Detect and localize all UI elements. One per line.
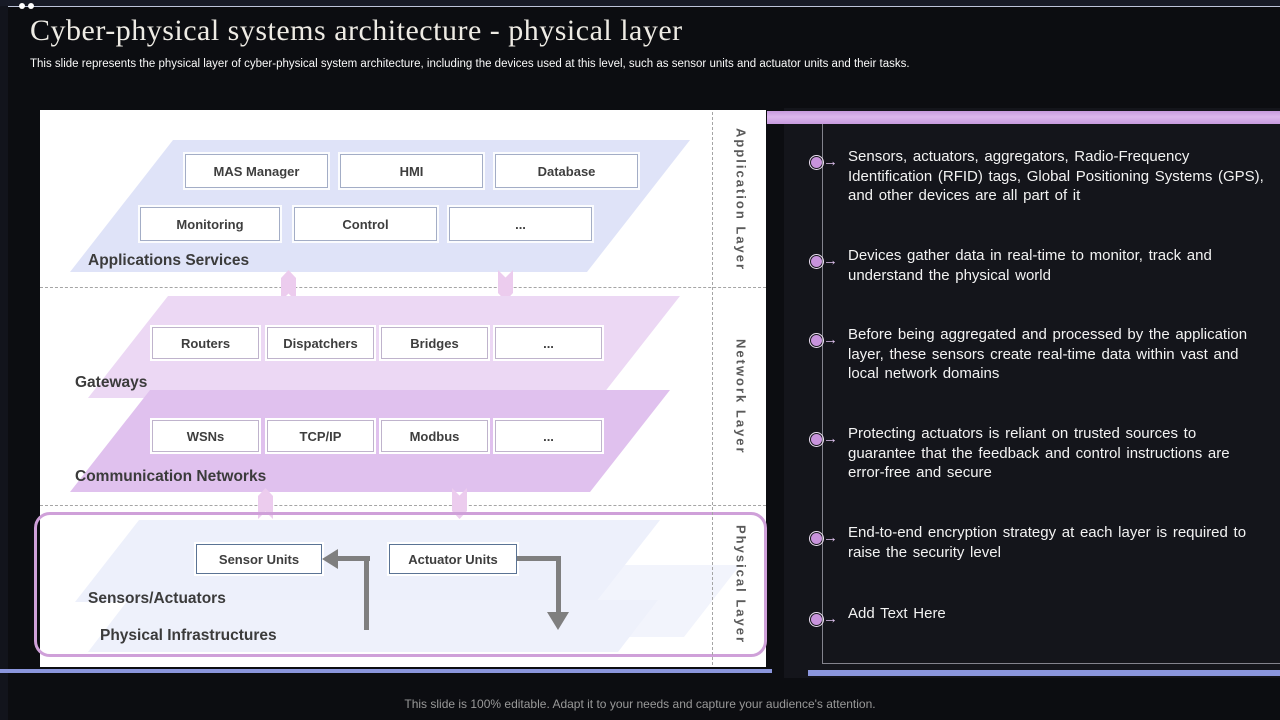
bullet-marker: → [809, 331, 843, 349]
diagram-box-control: Control [294, 207, 437, 241]
blue-accent-bar-right [808, 670, 1280, 676]
diagram-box-bridges: Bridges [381, 327, 488, 359]
arrow-right-icon: → [823, 331, 838, 348]
diagram-box-tcpip: TCP/IP [267, 420, 374, 452]
bullet-marker: → [809, 252, 843, 270]
bullet-dot-icon [811, 533, 822, 544]
diagram-box-gateways-more: ... [495, 327, 602, 359]
page-subtitle: This slide represents the physical layer… [30, 58, 910, 70]
arrow-line [338, 556, 370, 561]
window-dot-icon [19, 3, 25, 9]
diagram-box-mas-manager: MAS Manager [185, 154, 328, 188]
diagram-box-hmi: HMI [340, 154, 483, 188]
physical-layer-vertical-label: Physical Layer [733, 525, 749, 645]
bullet-ring-icon [809, 155, 824, 170]
blue-accent-bar-left [0, 669, 772, 673]
top-band [0, 0, 1280, 6]
diagram-box-actuator-units: Actuator Units [389, 544, 517, 574]
bullet-item: Sensors, actuators, aggregators, Radio-F… [848, 148, 1264, 204]
bullet-marker: → [809, 430, 843, 448]
bullet-item: Protecting actuators is reliant on trust… [848, 425, 1230, 481]
arrow-line [556, 556, 561, 614]
window-dot-icon [28, 3, 34, 9]
arrow-right-icon: → [823, 153, 838, 170]
bullet-item: Before being aggregated and processed by… [848, 326, 1248, 382]
bullet-marker: → [809, 529, 843, 547]
arrow-right-icon: → [823, 252, 838, 269]
page-title: Cyber-physical systems architecture - ph… [30, 14, 683, 47]
chevron-down-icon [452, 488, 467, 519]
bullet-panel-bottom-border [822, 663, 1280, 664]
diagram-box-monitoring: Monitoring [140, 207, 280, 241]
bullet-item: End-to-end encryption strategy at each l… [848, 524, 1247, 561]
bullet-item-placeholder: Add Text Here [848, 605, 946, 622]
bullet-ring-icon [809, 254, 824, 269]
diagram-box-dispatchers: Dispatchers [267, 327, 374, 359]
chevron-up-icon [258, 488, 273, 519]
layer-separator-dashed [40, 287, 766, 288]
bullet-dot-icon [811, 256, 822, 267]
bullet-ring-icon [809, 531, 824, 546]
bullet-ring-icon [809, 612, 824, 627]
bullet-dot-icon [811, 614, 822, 625]
footer-note: This slide is 100% editable. Adapt it to… [404, 697, 876, 711]
arrow-right-icon: → [823, 529, 838, 546]
layer-column-dashed-divider [712, 112, 713, 665]
bullet-dot-icon [811, 434, 822, 445]
diagram-box-comm-more: ... [495, 420, 602, 452]
layer-separator-dashed [40, 505, 766, 506]
physical-layer-highlight-frame [34, 512, 767, 657]
physical-infrastructures-label: Physical Infrastructures [100, 627, 277, 644]
diagram-box-database: Database [495, 154, 638, 188]
arrow-down-icon [547, 612, 569, 630]
diagram-box-wsns: WSNs [152, 420, 259, 452]
bullet-dot-icon [811, 157, 822, 168]
arrow-left-icon [322, 549, 338, 569]
bullet-marker: → [809, 610, 843, 628]
diagram-box-sensor-units: Sensor Units [196, 544, 322, 574]
diagram-box-modbus: Modbus [381, 420, 488, 452]
bullet-dot-icon [811, 335, 822, 346]
right-panel-background [784, 108, 1280, 678]
purple-accent-bar [767, 111, 1280, 124]
bullet-panel-left-border [822, 124, 823, 663]
arrow-line [364, 556, 369, 630]
network-layer-vertical-label: Network Layer [733, 339, 749, 455]
chevron-down-icon [498, 270, 513, 301]
arrow-right-icon: → [823, 430, 838, 447]
bullet-marker: → [809, 153, 843, 171]
application-layer-vertical-label: Application Layer [733, 127, 749, 272]
communication-networks-label: Communication Networks [75, 468, 267, 485]
diagram-box-app-more: ... [449, 207, 592, 241]
left-edge-strip [0, 6, 8, 720]
sensors-actuators-label: Sensors/Actuators [88, 590, 226, 607]
applications-services-label: Applications Services [88, 252, 250, 269]
bullet-ring-icon [809, 432, 824, 447]
arrow-line [517, 556, 560, 561]
diagram-box-routers: Routers [152, 327, 259, 359]
top-divider-line [0, 6, 1280, 7]
chevron-up-icon [281, 270, 296, 301]
gateways-label: Gateways [75, 374, 148, 391]
bullet-item: Devices gather data in real-time to moni… [848, 247, 1212, 284]
bullet-ring-icon [809, 333, 824, 348]
arrow-right-icon: → [823, 610, 838, 627]
